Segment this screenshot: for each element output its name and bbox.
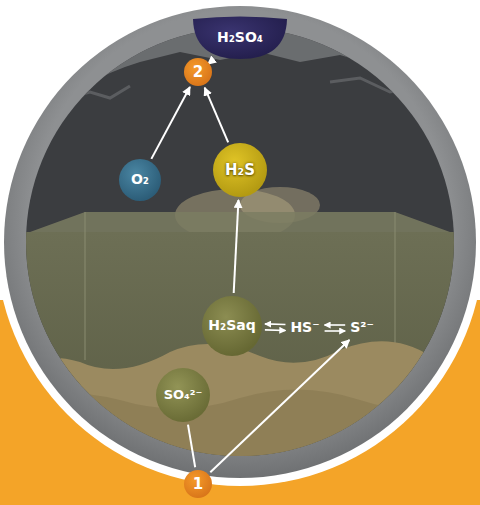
arrow-line xyxy=(205,88,228,143)
callout-number: 2 xyxy=(183,57,213,87)
ion-label: HS⁻ xyxy=(289,320,320,336)
circle-fill xyxy=(184,470,212,498)
reaction-arrow xyxy=(151,87,190,159)
pipe-contents xyxy=(0,18,480,505)
bowl-fill xyxy=(193,17,287,60)
water-surface xyxy=(30,212,450,232)
crown-texture xyxy=(60,86,130,100)
acid-bowl: H₂SO₄ xyxy=(192,16,288,60)
molecule-circle: SO₄²⁻ xyxy=(155,367,211,423)
equilibrium-arrow xyxy=(325,325,346,331)
arrow-line xyxy=(325,324,346,326)
arrow-line xyxy=(325,330,346,332)
node-text: H₂SO₄ xyxy=(217,30,263,45)
node-text: H₂Saq xyxy=(208,318,255,333)
node-text: 1 xyxy=(193,476,203,493)
molecule-circle: O₂ xyxy=(118,158,162,202)
circle-fill xyxy=(213,143,267,197)
reaction-arrow xyxy=(234,200,239,293)
equilibrium-arrow xyxy=(265,324,286,331)
sediment-layer xyxy=(0,389,480,505)
molecule-circle: H₂Saq xyxy=(201,295,263,357)
sediment xyxy=(0,341,480,505)
channel-edge xyxy=(85,212,86,360)
arrow-line xyxy=(265,329,285,331)
ion-label: S²⁻ xyxy=(349,320,375,336)
circle-fill xyxy=(184,58,212,86)
reaction-arrow xyxy=(210,340,349,472)
connector-line xyxy=(188,425,195,468)
arrow-line xyxy=(234,200,239,293)
node-text: HS⁻ xyxy=(290,320,319,335)
node-text: S²⁻ xyxy=(350,320,374,335)
channel-edge xyxy=(395,212,396,360)
circle-fill xyxy=(119,159,161,201)
node-text: O₂ xyxy=(131,172,149,187)
arrow-line xyxy=(265,323,285,325)
crown-texture xyxy=(330,78,410,92)
node-text: H₂S xyxy=(225,162,255,179)
node-text: SO₄²⁻ xyxy=(164,388,203,402)
molecule-circle: H₂S xyxy=(212,142,268,198)
arrow-line xyxy=(151,87,190,159)
node-text: 2 xyxy=(193,64,203,81)
arrow-line xyxy=(188,425,195,468)
corroded-crown xyxy=(20,18,460,122)
arrow-line xyxy=(210,340,349,472)
callout-number: 1 xyxy=(183,469,213,499)
reaction-arrow xyxy=(205,88,228,143)
circle-fill xyxy=(202,296,262,356)
circle-fill xyxy=(156,368,210,422)
water xyxy=(0,232,480,505)
